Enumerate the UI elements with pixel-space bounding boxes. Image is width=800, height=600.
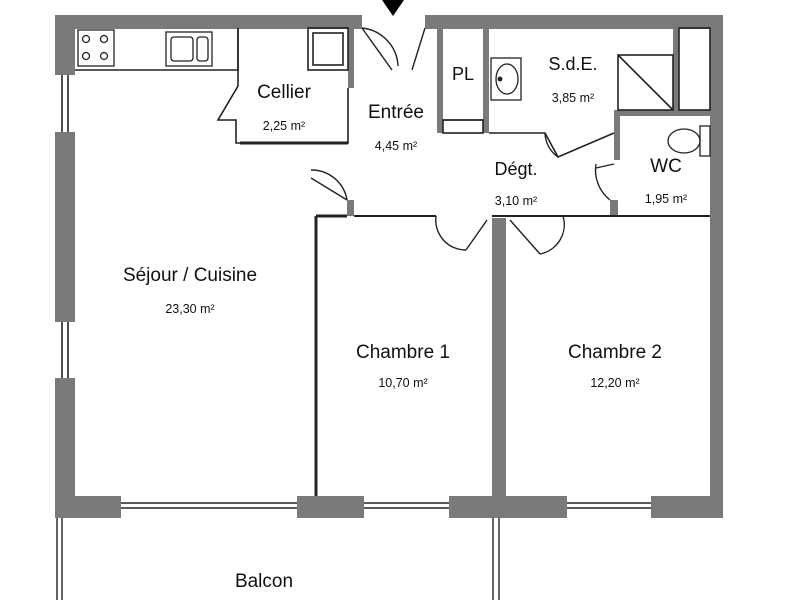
wall-stub-1 bbox=[347, 200, 354, 216]
wall-bottom-4 bbox=[651, 496, 723, 518]
wall-pl-left bbox=[437, 28, 443, 133]
wall-left-2 bbox=[55, 132, 75, 322]
wall-cellier-entry bbox=[348, 28, 354, 88]
room-label-sde: S.d.E. bbox=[548, 54, 597, 74]
room-label-pl: PL bbox=[452, 64, 474, 84]
balcony bbox=[56, 518, 500, 600]
wall-top-left bbox=[55, 15, 362, 29]
wall-wc-left-low bbox=[610, 200, 618, 216]
room-label-degt: Dégt. bbox=[494, 159, 537, 179]
walls bbox=[55, 15, 723, 518]
room-label-chambre2: Chambre 2 bbox=[568, 342, 662, 363]
room-area-entree: 4,45 m² bbox=[375, 139, 417, 153]
room-area-chambre1: 10,70 m² bbox=[378, 376, 427, 390]
room-label-chambre1: Chambre 1 bbox=[356, 342, 450, 363]
partition-lines bbox=[61, 27, 711, 509]
sink-icon bbox=[165, 31, 213, 67]
hob-icon bbox=[77, 29, 115, 67]
room-area-wc: 1,95 m² bbox=[645, 192, 687, 206]
room-area-sde: 3,85 m² bbox=[552, 91, 594, 105]
room-label-entree: Entrée bbox=[368, 102, 424, 123]
toilet-icon bbox=[667, 125, 711, 157]
room-label-balcon: Balcon bbox=[235, 571, 293, 592]
wall-right bbox=[710, 15, 723, 518]
wall-sde-right bbox=[673, 28, 679, 114]
room-area-cellier: 2,25 m² bbox=[263, 119, 305, 133]
room-area-degt: 3,10 m² bbox=[495, 194, 537, 208]
wall-bedroom-partition bbox=[492, 218, 506, 500]
wall-left-1 bbox=[55, 15, 75, 75]
wall-left-3 bbox=[55, 378, 75, 518]
entrance-arrow-icon bbox=[382, 0, 404, 16]
room-label-wc: WC bbox=[650, 156, 682, 177]
room-label-cellier: Cellier bbox=[257, 82, 312, 103]
wall-top-right bbox=[425, 15, 723, 29]
door-swings bbox=[310, 27, 615, 255]
wall-sde-left bbox=[483, 28, 489, 133]
wall-bottom-2 bbox=[297, 496, 364, 518]
wall-bottom-3 bbox=[449, 496, 567, 518]
room-label-sejour: Séjour / Cuisine bbox=[123, 265, 257, 286]
room-area-sejour: 23,30 m² bbox=[165, 302, 214, 316]
room-area-chambre2: 12,20 m² bbox=[590, 376, 639, 390]
wall-wc-left bbox=[614, 110, 620, 160]
wall-wc-top bbox=[614, 110, 710, 116]
washbasin-icon bbox=[490, 57, 522, 101]
wall-bottom-1 bbox=[55, 496, 121, 518]
